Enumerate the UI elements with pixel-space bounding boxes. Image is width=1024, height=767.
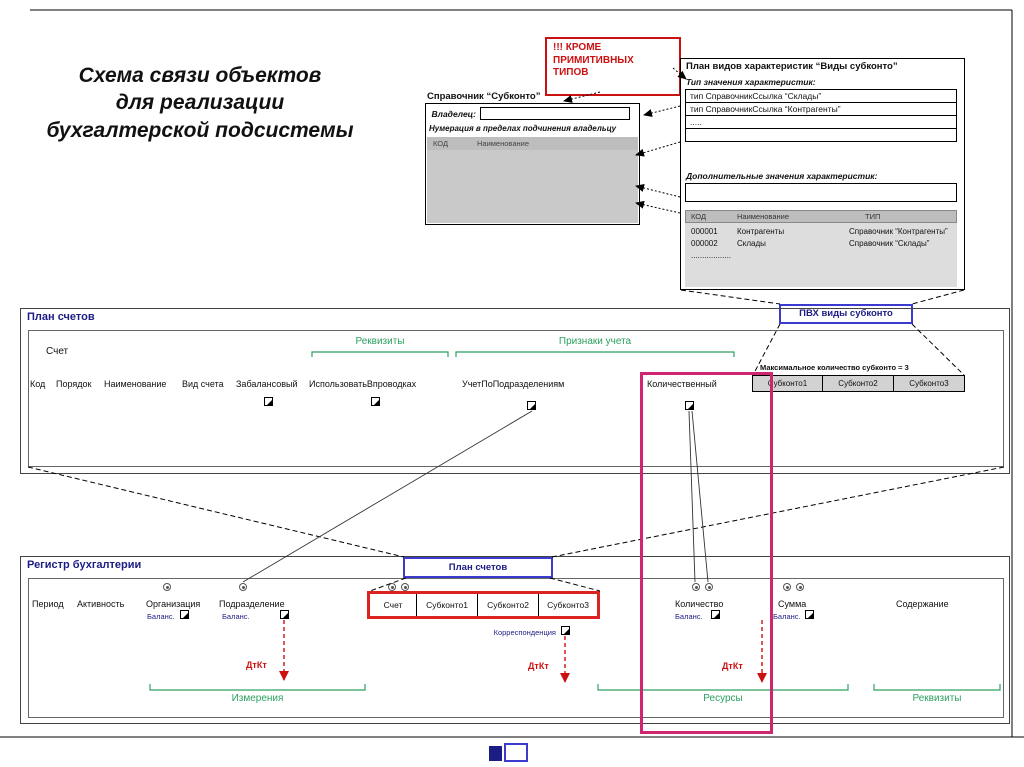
balance-label: Баланс. [675,612,703,621]
pvh-row-name: Склады [737,239,766,248]
acct-cell: Субконто2 [477,594,538,616]
dimension-circle-icon [401,583,409,591]
plan-schetov-inner [28,330,1004,467]
pvh-col-name: Наименование [737,212,789,221]
flag-checkbox [527,401,536,410]
subkonto1-cell: Субконто1 [752,375,823,392]
field-poryadok: Порядок [56,379,92,389]
acct-cell: Субконто1 [416,594,477,616]
bracket-izmereniya-label: Измерения [231,693,284,704]
plan-vidov-title: План видов характеристик “Виды субконто” [686,61,898,72]
bracket-priznaki-label: Признаки учета [558,336,632,347]
bracket-resursy-label: Ресурсы [703,693,743,704]
resource-circle-icon [796,583,804,591]
account-subkonto-box: Счет Субконто1 Субконто2 Субконто3 [367,591,600,619]
field-kolichestvennyj: Количественный [647,379,717,389]
type-row: тип СправочникСсылка “Контрагенты” [685,102,957,116]
correspondence-checkbox [561,626,570,635]
field-uchet-po-podrazdeleniyam: УчетПоПодразделениям [462,379,565,389]
pvh-row-type: Справочник “Контрагенты” [849,227,948,236]
type-row-empty [685,128,957,142]
subkonto3-cell: Субконто3 [893,375,965,392]
pvh-table-body [685,223,957,287]
register-title: Регистр бухгалтерии [27,559,142,571]
spravochnik-table-body [427,150,638,223]
field-activity: Активность [77,599,125,609]
pvh-col-kod: КОД [691,212,707,221]
footer-logo-right [504,743,528,762]
field-org: Организация [146,599,201,609]
field-vid-scheta: Вид счета [182,379,224,389]
type-row: ..... [685,115,957,129]
resource-circle-icon [783,583,791,591]
pvh-row-name: Контрагенты [737,227,785,236]
type-row: тип СправочникСсылка “Склады” [685,89,957,103]
field-naimenovanie: Наименование [104,379,167,389]
resource-circle-icon [692,583,700,591]
acct-cell: Субконто3 [538,594,597,616]
field-period: Период [32,599,64,609]
bracket-rekvizity-label: Реквизиты [355,336,405,347]
footer-logo-left [489,746,502,761]
pvh-row-code: 000002 [691,239,718,248]
spravochnik-col-name: Наименование [477,139,529,148]
field-subdiv: Подразделение [219,599,285,609]
balance-checkbox [280,610,289,619]
field-kod: Код [30,379,46,389]
slide-title: Схема связи объектов для реализации бухг… [46,64,354,142]
spravochnik-table-header [427,137,638,150]
field-zabalansovyj: Забалансовый [236,379,298,389]
max-subkonto-note: Максимальное количество субконто = 3 [760,363,909,372]
balance-checkbox [180,610,189,619]
dimension-circle-icon [388,583,396,591]
additional-label: Дополнительные значения характеристик: [686,171,878,181]
balance-label: Баланс. [147,612,175,621]
dtkt-label: ДтКт [722,661,743,671]
flag-checkbox [685,401,694,410]
dtkt-label: ДтКт [528,661,549,671]
field-sum: Сумма [778,599,807,609]
pvh-row-code: 000001 [691,227,718,236]
resource-circle-icon [705,583,713,591]
primitive-types-callout: !!! КРОМЕ ПРИМИТИВНЫХ ТИПОВ [545,37,681,96]
pvh-row-type: Справочник “Склады” [849,239,930,248]
balance-label: Баланс. [773,612,801,621]
plan-schetov-title: План счетов [27,311,95,323]
pvh-badge: ПВХ виды субконто [779,304,913,324]
balance-checkbox [711,610,720,619]
balance-checkbox [805,610,814,619]
field-qty: Количество [675,599,724,609]
owner-label: Владелец: [431,109,476,119]
plan-schetov-badge: План счетов [403,557,553,578]
bracket-rekvizity-register-label: Реквизиты [912,693,962,704]
pvh-table-header [685,210,957,223]
spravochnik-title: Справочник “Субконто” [427,91,541,102]
field-content: Содержание [896,599,949,609]
types-label: Тип значения характеристик: [686,77,816,87]
additional-empty-box [685,183,957,202]
dimension-circle-icon [239,583,247,591]
dimension-circle-icon [163,583,171,591]
account-label: Счет [46,346,69,357]
pvh-row-code: .................. [691,251,732,260]
subkonto2-cell: Субконто2 [822,375,894,392]
dotted-connectors [635,105,681,214]
spravochnik-note: Нумерация в пределах подчинения владельц… [429,124,617,133]
flag-checkbox [371,397,380,406]
owner-input [480,107,630,120]
field-ispolzovat: ИспользоватьВпроводках [309,379,417,389]
acct-cell: Счет [383,600,403,610]
spravochnik-col-kod: КОД [433,139,449,148]
dtkt-label: ДтКт [246,660,267,670]
flag-checkbox [264,397,273,406]
balance-label: Баланс. [222,612,250,621]
correspondence-label: Корреспонденция [493,628,556,637]
pvh-col-type: ТИП [865,212,881,221]
